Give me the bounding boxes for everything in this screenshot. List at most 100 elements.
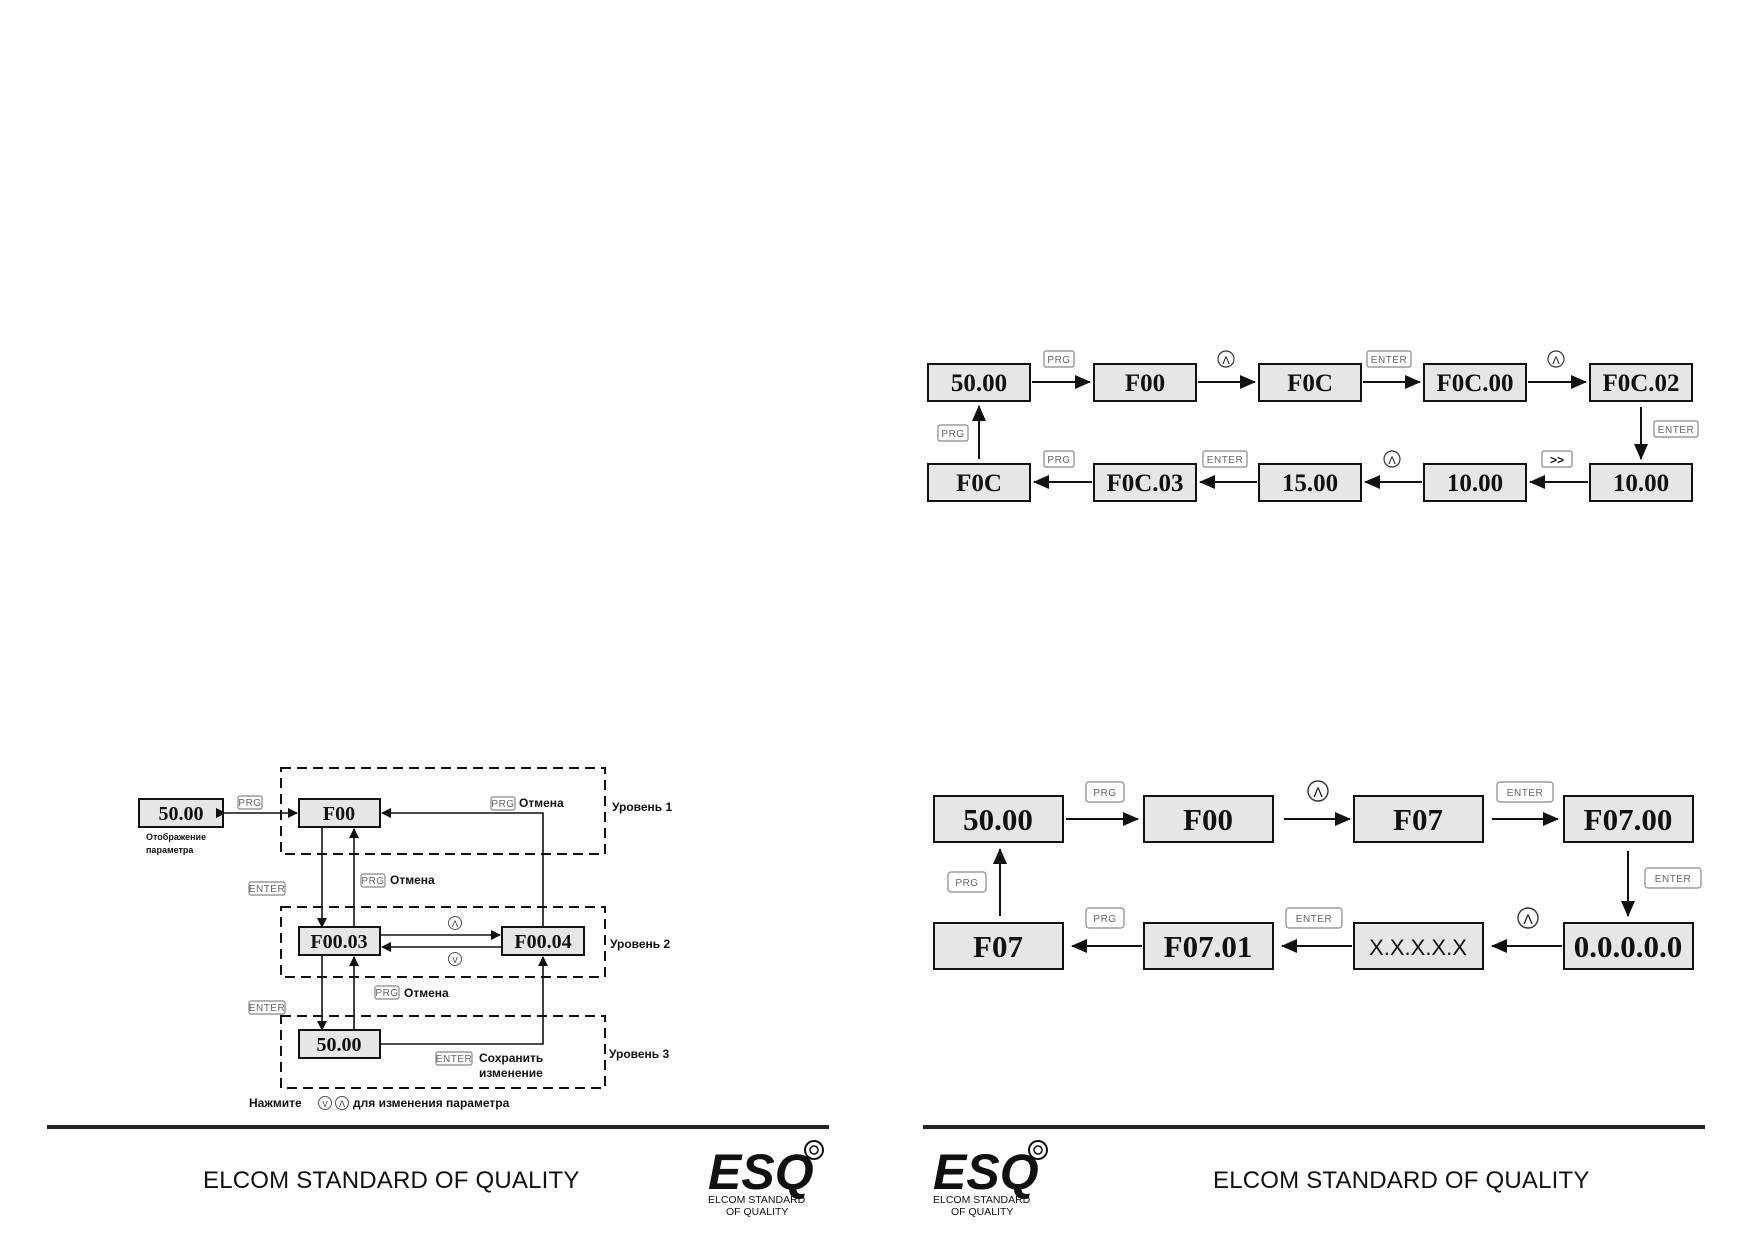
esq-logo-emblem-inner-right: [1033, 1145, 1043, 1155]
up-key-label-2: Λ: [339, 1099, 345, 1109]
enter-key-label-1: ENTER: [249, 884, 285, 895]
flow1-box-10: [1589, 463, 1693, 502]
level-navigation-diagram: 50.00 Отображение параметра PRG F00 Уров…: [138, 767, 673, 1110]
cancel-arrow-top: [381, 808, 544, 927]
flow2-enter-key-label: ENTER: [1507, 788, 1543, 799]
flow2-enter-key-2-label: ENTER: [1655, 874, 1691, 885]
level2-right-value: F00.04: [514, 931, 571, 953]
flow1-box-9: [1423, 463, 1527, 502]
flow1-enter-key-3-label: ENTER: [1207, 455, 1243, 466]
flow1-prg-key: [1043, 350, 1075, 368]
flow2-text-8: 0.0.0.0.0: [1574, 929, 1683, 964]
flow1-box-5: [1589, 363, 1693, 402]
flow1-text-8: 15.00: [1282, 470, 1338, 497]
flow1-shift-key-label: >>: [1550, 453, 1564, 467]
level3-display-value: 50.00: [317, 1034, 362, 1056]
prg-key-label-4: PRG: [375, 988, 398, 999]
level2-left-display: [298, 926, 381, 956]
flow1-box-6: [927, 463, 1031, 502]
flow1-shift-key: [1541, 450, 1573, 468]
level2-frame: [280, 906, 606, 978]
flow1-box-1: [927, 363, 1031, 402]
flow2-text-2: F00: [1183, 802, 1233, 837]
flow2-up-key-2-label: Λ: [1523, 911, 1533, 927]
level3-display: [298, 1029, 381, 1059]
flow2-text-5: F07: [973, 929, 1023, 964]
flow1-prg-key-2: [1043, 450, 1075, 468]
flow1-text-3: F0C: [1287, 370, 1333, 397]
flow2-box-3: [1353, 795, 1484, 843]
down-key-label: V: [452, 956, 458, 965]
flow2-text-3: F07: [1393, 802, 1443, 837]
flow1-text-6: F0C: [956, 470, 1002, 497]
flow2-box-5: [933, 922, 1064, 970]
flow1-up-key-1: [1217, 350, 1235, 368]
flow1-prg-key-label: PRG: [1047, 355, 1070, 366]
flow1-text-7: F0C.03: [1106, 470, 1183, 497]
flow1-text-2: F00: [1125, 370, 1165, 397]
flow2-box-1: [933, 795, 1064, 843]
level1-display-value: F00: [323, 803, 355, 825]
save-label-1: Сохранить: [479, 1051, 543, 1065]
prg-key-label-2: PRG: [491, 799, 514, 810]
flow1-enter-key: [1366, 350, 1412, 368]
prg-key-label: PRG: [238, 798, 261, 809]
flow2-box-2: [1143, 795, 1274, 843]
flow1-box-7: [1093, 463, 1197, 502]
bottom-right-flow-diagram: 50.00 F00 F07 F07.00 PRG Λ ENTER ENTER F…: [933, 780, 1702, 970]
level2-right-display: [501, 926, 585, 956]
flow2-prg-key-label: PRG: [1093, 788, 1116, 799]
esq-logo-text-left: ESQ: [708, 1144, 814, 1200]
flow2-up-key-2: [1517, 907, 1539, 929]
flow2-up-key-1-label: Λ: [1313, 784, 1323, 800]
cancel-label-3: Отмена: [404, 986, 449, 1000]
footer-tagline-right: ELCOM STANDARD OF QUALITY: [1213, 1167, 1590, 1194]
instruction-prefix: Нажмите: [249, 1096, 302, 1110]
enter-key-icon-1: [248, 881, 286, 896]
footer-left: ELCOM STANDARD OF QUALITY ESQ ELCOM STAN…: [47, 1125, 829, 1218]
flow1-box-8: [1258, 463, 1362, 502]
esq-logo-sub2-left: OF QUALITY: [726, 1206, 788, 1218]
parameter-caption-1: Отображение: [146, 832, 206, 842]
flow2-box-4: [1563, 795, 1694, 843]
prg-key-icon: [237, 795, 263, 810]
footer-right: ESQ ELCOM STANDARD OF QUALITY ELCOM STAN…: [923, 1125, 1705, 1218]
parameter-caption-2: параметра: [146, 845, 194, 855]
flow2-box-7: [1353, 922, 1484, 970]
prg-key-icon-2: [490, 796, 516, 811]
flow1-text-1: 50.00: [951, 370, 1007, 397]
flow2-text-1: 50.00: [963, 802, 1033, 837]
level1-label: Уровень 1: [612, 800, 673, 814]
enter-key-icon-2: [248, 1000, 286, 1015]
esq-logo-emblem-left: [804, 1140, 824, 1160]
flow1-enter-key-2-label: ENTER: [1658, 425, 1694, 436]
esq-logo-text-right: ESQ: [933, 1144, 1039, 1200]
flow1-enter-key-label: ENTER: [1371, 355, 1407, 366]
flow2-up-key-1: [1307, 780, 1329, 802]
flow2-prg-key-2-label: PRG: [1093, 914, 1116, 925]
flow1-enter-key-2: [1653, 420, 1699, 438]
down-key-label-2: V: [322, 1100, 328, 1109]
esq-logo-left: ESQ ELCOM STANDARD OF QUALITY: [708, 1140, 824, 1218]
up-key-label: Λ: [452, 919, 458, 929]
up-key-icon-2: [335, 1096, 349, 1110]
flow2-text-4: F07.00: [1584, 802, 1673, 837]
flow2-box-8: [1563, 922, 1694, 970]
flow1-text-10: 10.00: [1613, 470, 1669, 497]
flow1-up-key-1-label: Λ: [1222, 355, 1230, 367]
flow1-prg-key-3-label: PRG: [941, 429, 964, 440]
footer-tagline-left: ELCOM STANDARD OF QUALITY: [203, 1167, 580, 1194]
esq-logo-sub1-right: ELCOM STANDARD: [933, 1194, 1031, 1206]
level2-label: Уровень 2: [610, 937, 671, 951]
flow2-text-7: X.X.X.X.X: [1369, 935, 1467, 960]
level3-frame: [280, 1015, 606, 1089]
esq-logo-right: ESQ ELCOM STANDARD OF QUALITY: [933, 1140, 1048, 1218]
flow2-prg-key-3-label: PRG: [955, 878, 978, 889]
flow1-prg-key-3: [937, 424, 969, 442]
flow2-prg-key-3: [947, 871, 987, 893]
level3-label: Уровень 3: [609, 1047, 670, 1061]
flow1-text-9: 10.00: [1447, 470, 1503, 497]
prg-key-icon-3: [360, 873, 386, 888]
flow2-prg-key: [1085, 781, 1125, 803]
